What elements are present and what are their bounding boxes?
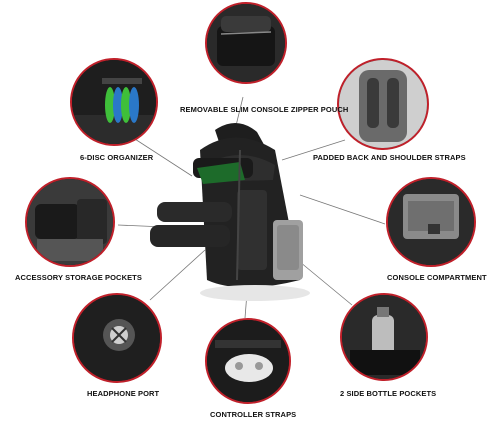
label-headphone-port: HEADPHONE PORT	[87, 389, 160, 398]
circle-accessory-pockets	[25, 177, 115, 267]
circle-bottle-pockets	[340, 293, 428, 381]
label-bottle-pockets: 2 SIDE BOTTLE POCKETS	[340, 389, 437, 398]
label-accessory-pockets: ACCESSORY STORAGE POCKETS	[15, 273, 142, 282]
circle-padded-back	[337, 58, 429, 150]
label-disc-organizer: 6-DISC ORGANIZER	[80, 153, 154, 162]
label-padded-back: PADDED BACK AND SHOULDER STRAPS	[313, 153, 466, 162]
label-zipper-pouch: REMOVABLE SLIM CONSOLE ZIPPER POUCH	[180, 105, 349, 114]
circle-controller-straps	[205, 318, 291, 404]
circle-zipper-pouch	[205, 2, 287, 84]
circle-headphone-port	[72, 293, 162, 383]
backpack-image	[150, 122, 310, 301]
circle-console-compartment	[386, 177, 476, 267]
label-console-compartment: CONSOLE COMPARTMENT	[387, 273, 487, 282]
disc-green	[105, 87, 115, 123]
label-controller-straps: CONTROLLER STRAPS	[210, 410, 297, 419]
circle-disc-organizer	[70, 58, 158, 146]
